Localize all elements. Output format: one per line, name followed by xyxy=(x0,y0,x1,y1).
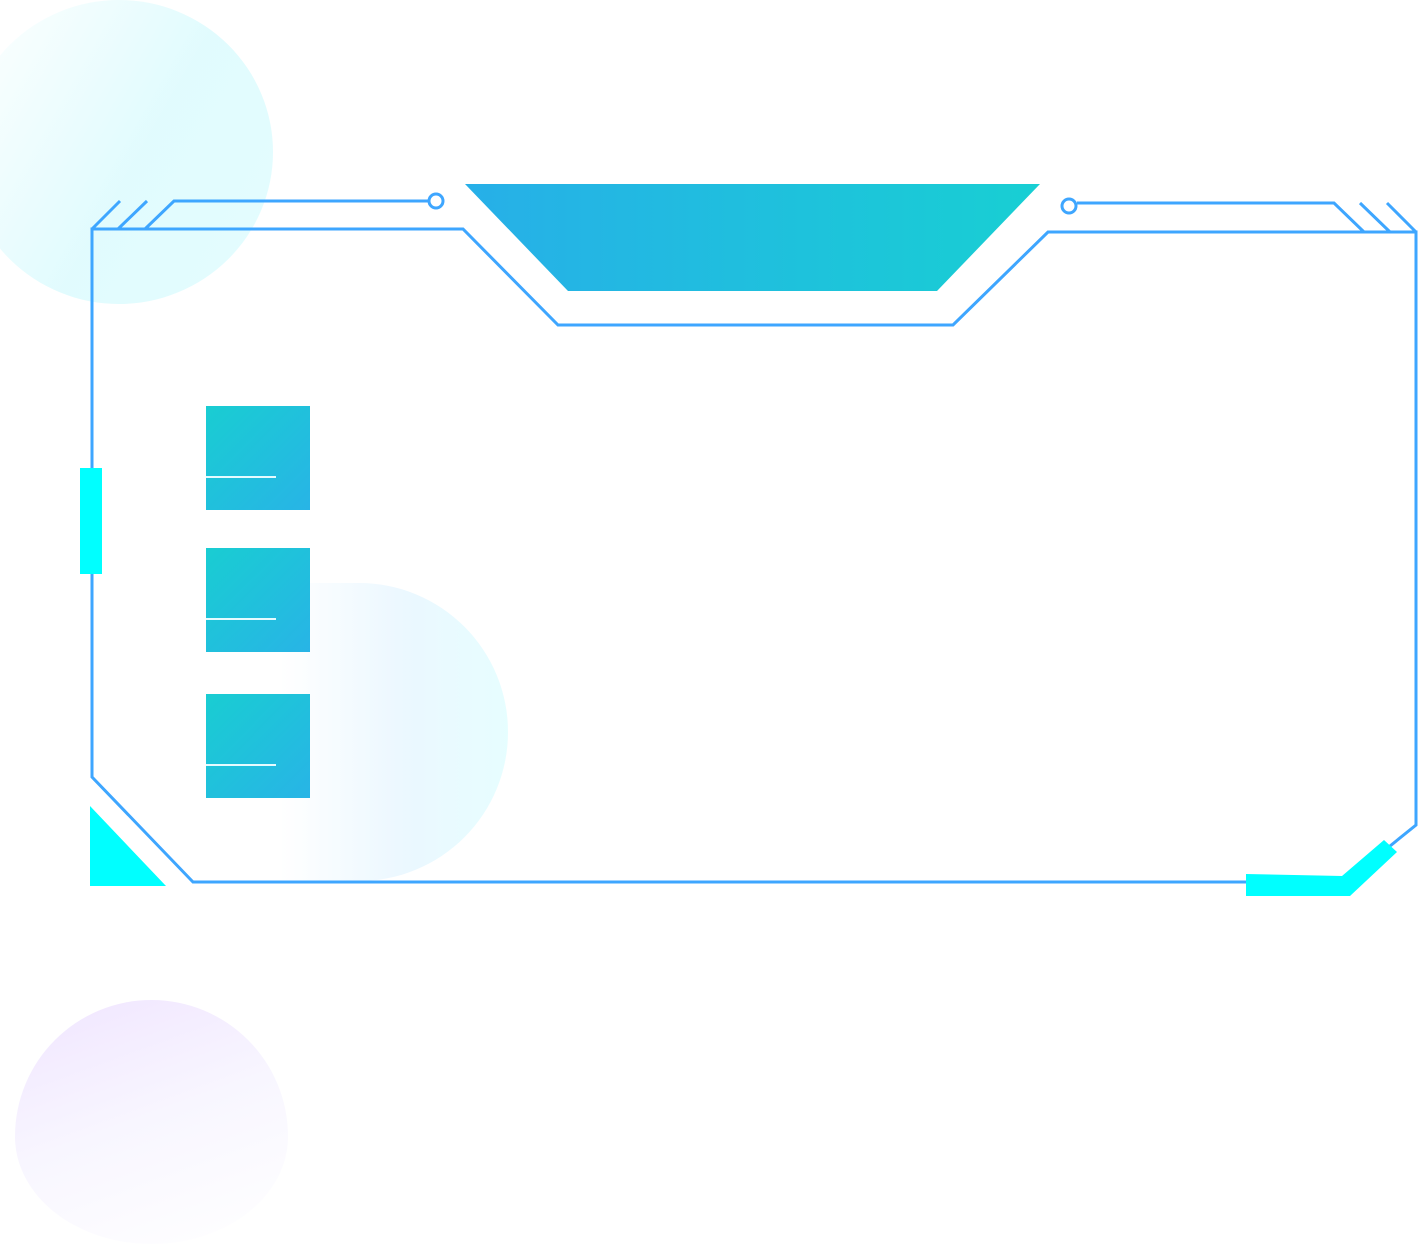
bottom-left-accent-triangle xyxy=(90,806,166,886)
cyan-tile xyxy=(206,548,310,652)
left-accent-bar xyxy=(80,468,102,574)
bottom-right-accent xyxy=(1246,840,1397,896)
tile-underline xyxy=(206,618,276,620)
decorative-circle-top-left xyxy=(0,0,273,304)
cyan-tile xyxy=(206,694,310,798)
frame-border xyxy=(90,227,1418,884)
top-right-node-icon xyxy=(1060,197,1078,215)
top-right-slash-2 xyxy=(1385,201,1418,234)
top-right-slash-1 xyxy=(1358,201,1392,234)
decorative-circle-bottom-left xyxy=(15,1000,288,1244)
top-right-circuit-line xyxy=(1077,201,1366,234)
top-left-slash-1 xyxy=(90,199,122,231)
top-left-node-icon xyxy=(427,192,445,210)
tile-underline xyxy=(206,476,276,478)
decorative-circle-middle xyxy=(280,583,508,881)
tile-underline xyxy=(206,764,276,766)
cyan-tile xyxy=(206,406,310,510)
top-left-slash-2 xyxy=(116,199,149,231)
header-tab xyxy=(465,184,1040,291)
top-left-circuit-line xyxy=(143,199,428,231)
